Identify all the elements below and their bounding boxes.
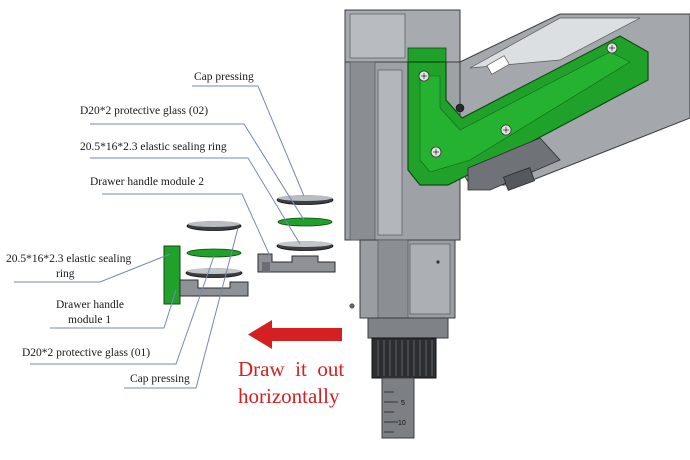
cap-pressing-02-part [276,195,334,205]
instruction-line-2: horizontally [238,384,340,408]
protective-glass-02-part [277,217,333,227]
sealing-ring-01-part [185,268,243,278]
scale-mark-5: 5 [401,400,405,407]
protective-glass-01-part [186,248,242,258]
label-cap-pressing-bottom: Cap pressing [130,373,190,385]
instruction-line-1: Draw it out [238,357,344,381]
scale-mark-10: 10 [398,420,406,427]
label-drawer-handle-1-line2: module 1 [68,314,111,326]
label-sealing-ring-top: 20.5*16*2.3 elastic sealing ring [80,141,227,153]
cap-pressing-01-part [186,221,242,231]
drawer-handle-module-2-part [257,253,336,273]
label-protective-glass-02: D20*2 protective glass (02) [80,105,208,117]
laser-head-body: 5 10 [344,9,461,439]
label-protective-glass-01: D20*2 protective glass (01) [22,347,150,359]
label-cap-pressing-top: Cap pressing [194,71,254,83]
label-sealing-ring-left-line1: 20.5*16*2.3 elastic sealing [6,253,131,265]
label-sealing-ring-left-line2: ring [56,268,75,280]
knurl-pattern [377,340,433,376]
draw-out-arrow [248,320,342,349]
angled-arm [407,13,690,191]
sealing-ring-02-part [276,241,334,251]
label-drawer-handle-2: Drawer handle module 2 [90,176,204,188]
label-drawer-handle-1-line1: Drawer handle [56,299,124,311]
leader-lines [14,85,305,389]
